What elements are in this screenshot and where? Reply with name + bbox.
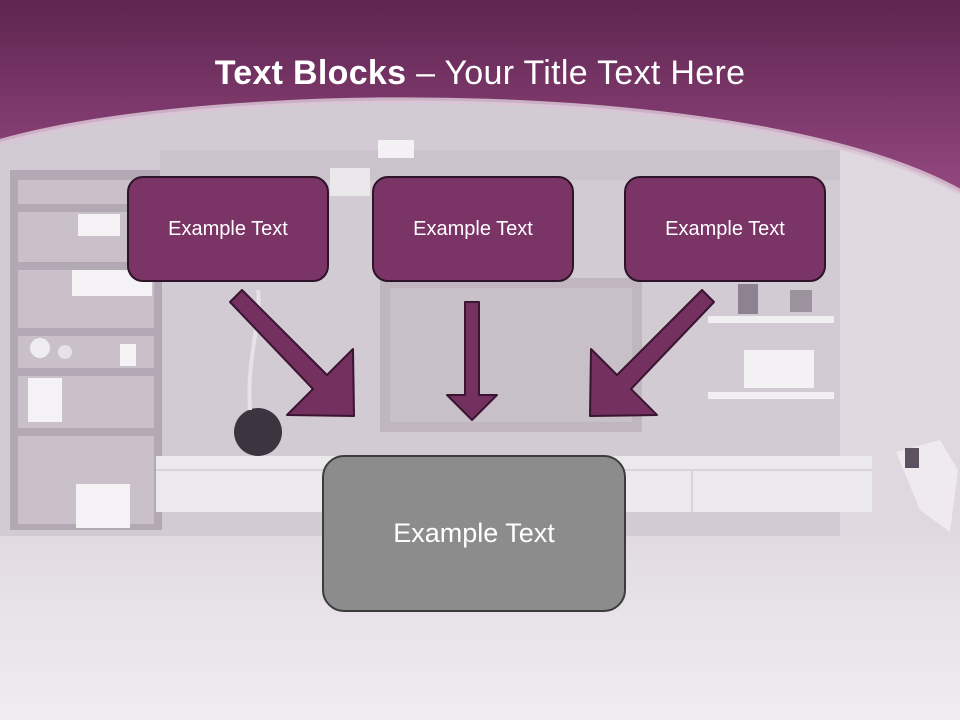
arrow-left-diagonal xyxy=(229,289,355,417)
title-subtitle-part: Your Title Text Here xyxy=(444,54,746,92)
arrow-center-down xyxy=(446,301,498,421)
arrow-right-diagonal xyxy=(589,289,715,417)
text-block-right[interactable]: Example Text xyxy=(624,176,826,282)
title-dash: – xyxy=(416,54,436,92)
text-block-right-label: Example Text xyxy=(665,217,785,240)
target-text-block[interactable]: Example Text xyxy=(322,455,626,612)
text-block-left[interactable]: Example Text xyxy=(127,176,329,282)
target-text-block-label: Example Text xyxy=(393,518,555,548)
slide-title: Text Blocks – Your Title Text Here xyxy=(0,54,960,93)
title-bold-part: Text Blocks xyxy=(214,54,407,92)
text-block-left-label: Example Text xyxy=(168,217,288,240)
text-block-center[interactable]: Example Text xyxy=(372,176,574,282)
text-block-center-label: Example Text xyxy=(413,217,533,240)
